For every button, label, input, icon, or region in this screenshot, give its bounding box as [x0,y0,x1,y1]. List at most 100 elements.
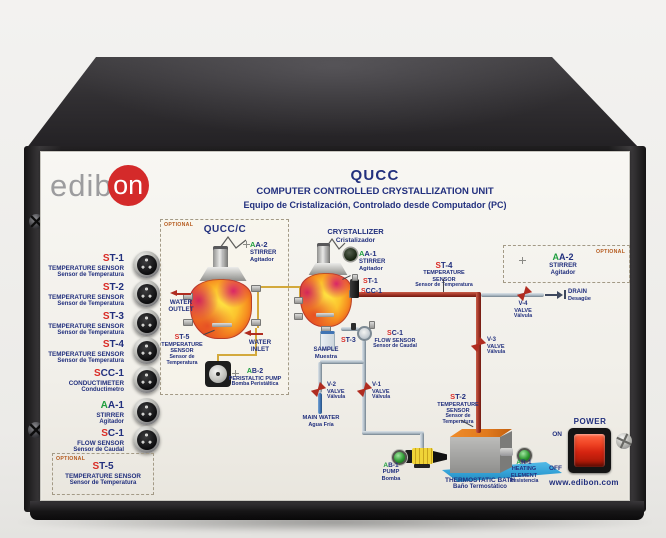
label-sample: SAMPLE Muestra [313,347,339,360]
label-sc1-diagram: SC-1 FLOW SENSOR Sensor de Caudal [373,330,417,350]
ab1-led-icon [392,450,407,465]
vessel-port [251,285,261,292]
pipe-vessel-outlet [341,327,359,331]
label-ar1: AR-1 HEATING ELEMENT Resistencia [509,459,539,485]
st3-sensor-icon [351,323,356,330]
stirrer-paddle [316,313,334,317]
pipe-branch [320,360,364,364]
label-st4-diagram: ST-4 TEMPERATURE SENSOR Sensor de Temper… [415,261,473,288]
label-scc1: SCC-1 CONDUCTIMETER Conductimetro [68,368,124,393]
aa1-connector-dot-icon [344,248,357,261]
din-connector-sc1[interactable] [133,426,160,453]
probe-stub [352,274,358,281]
label-aa2: AA-2 STIRRER Agitador [250,240,277,263]
water-outlet-arrow-tail [177,293,191,295]
peristaltic-pump-icon [205,361,231,387]
optional-aa2-box: OPTIONAL AA-2 STIRRER Agitador [503,245,630,283]
pipe-to-pump [420,433,424,449]
tube-quccc-out [257,286,301,288]
din-connector-st2[interactable] [133,280,160,307]
label-st2-diagram: ST-2 TEMPERATURE SENSOR Sensor de Temper… [437,392,479,426]
optional-tag: OPTIONAL [596,249,626,255]
power-on-label: ON [552,431,562,438]
water-inlet-arrow-icon [244,330,251,336]
pump-foot [414,464,430,468]
heating-element-port [500,448,513,456]
label-aa1: AA-1 STIRRER Agitador [96,400,124,425]
label-v2: V-2 VALVE Válvula [327,382,346,401]
stirrer-paddle [212,323,232,327]
vessel-flange [199,267,247,281]
din-connector-scc1[interactable] [133,366,160,393]
stirrer-motor-icon [317,243,330,265]
ar1-led-icon [517,448,532,463]
bath-tank-front [450,437,500,473]
screw-mark-icon [519,257,526,264]
label-sc1: SC-1 FLOW SENSOR Sensor de Caudal [73,428,124,453]
label-v3: V-3 VALVE Válvula [487,337,506,356]
power-rocker-switch[interactable] [574,434,605,467]
quccc-title: QUCC/C [203,224,247,235]
logo-text: edib [50,167,113,203]
pipe-main-water [318,393,322,414]
pump-end-cap [405,450,413,463]
st4-pointer [443,279,444,292]
label-drain: DRAIN Desagüe [568,289,591,302]
device-top-lid [26,57,640,149]
vessel-port [294,297,303,304]
stirrer-wire-icon [219,235,247,249]
din-connector-st3[interactable] [133,309,160,336]
label-main-water: MAIN WATER Agua Fría [302,415,340,428]
label-scc1-diagram: SCC-1 [361,288,383,295]
drain-arrow-icon [557,291,563,299]
edibon-logo: edib on [50,165,149,206]
optional-tag: OPTIONAL [56,456,86,462]
header: QUCC COMPUTER CONTROLLED CRYSTALLIZATION… [170,167,580,211]
label-water-outlet: WATER OUTLET [168,299,194,314]
vessel-port [251,319,261,326]
optional-st5-box: OPTIONAL ST-5 TEMPERATURE SENSOR Sensor … [52,453,154,495]
label-st3-diagram: ST-3 [341,337,356,344]
pipe-bottom-run [362,431,424,435]
tube-pump-run [217,354,257,356]
panel-screw-icon [616,433,632,449]
din-connector-st4[interactable] [133,337,160,364]
power-label: POWER [573,417,607,426]
quccc-vessel [190,279,252,339]
logo-red-circle: on [107,165,149,206]
label-aa2-optional: AA-2 STIRRER Agitador [549,252,577,276]
floor-shadow [18,513,652,533]
title-es: Equipo de Cristalización, Controlado des… [243,200,507,211]
label-v4: V-4 VALVE Válvula [513,301,533,320]
vessel-port [183,319,193,326]
label-water-inlet: WATER INLET [248,339,272,354]
pump-outlet-cone [433,451,447,463]
pipe-hot-horizontal [351,292,481,297]
label-st3: ST-3 TEMPERATURE SENSOR Sensor de Temper… [48,311,124,336]
water-inlet-arrow-tail [251,333,263,335]
label-thermostatic-bath: THERMOSTATIC BATH Baño Termostático [444,477,516,491]
screw-mark-icon [243,241,250,248]
label-v1: V-1 VALVE Válvula [372,382,391,401]
device-case-bottom [30,501,644,520]
page-title: QUCC [350,167,400,184]
label-ab2: AB-2 PERISTALTIC PUMP Bomba Peristáltica [228,368,282,388]
pipe-hot-vertical [476,292,481,433]
sample-bottle-icon [320,331,335,350]
vessel-port [294,313,303,320]
pipe-drain [481,293,544,297]
drain-arrow-bar [564,290,566,299]
label-st4: ST-4 TEMPERATURE SENSOR Sensor de Temper… [48,339,124,364]
pump-ab1-icon [412,448,433,464]
crystallizer-vessel [300,273,352,327]
power-off-label: OFF [549,465,562,472]
label-st1-diagram: ST-1 [363,278,378,285]
flow-sensor-icon [357,326,372,341]
label-st1: ST-1 TEMPERATURE SENSOR Sensor de Temper… [48,253,124,278]
crystallizer-title: CRYSTALLIZER Cristalizador [327,227,384,244]
label-st5: ST-5 TEMPERATURE SENSOR Sensor de Temper… [65,461,141,486]
title-en: COMPUTER CONTROLLED CRYSTALLIZATION UNIT [256,186,494,198]
din-connector-aa1[interactable] [133,398,160,425]
drain-arrow-tail [545,294,557,296]
din-connector-st1[interactable] [133,251,160,278]
